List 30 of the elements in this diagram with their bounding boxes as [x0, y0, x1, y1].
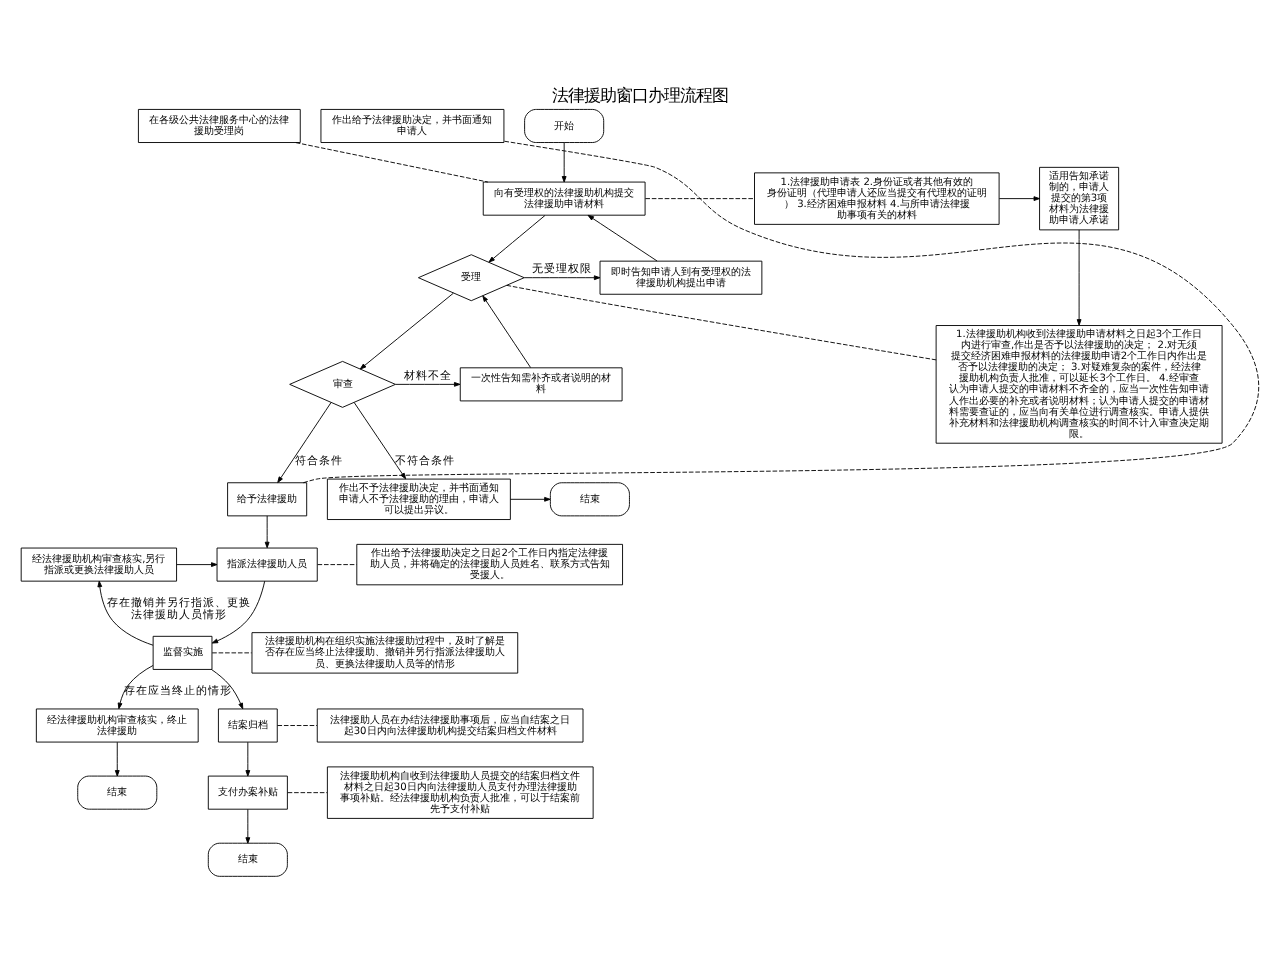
arrow	[211, 580, 266, 644]
arrow	[97, 580, 154, 646]
arrow	[277, 402, 332, 483]
connector	[302, 140, 1260, 484]
arrow	[998, 196, 1040, 201]
arrow	[353, 402, 407, 480]
diagram-title: 法律援助窗口办理流程图	[552, 84, 728, 105]
arrow	[245, 741, 251, 777]
arrow	[176, 562, 218, 567]
arrow	[509, 496, 551, 502]
arrow	[114, 741, 120, 777]
arrow	[1076, 229, 1082, 326]
arrow	[245, 808, 251, 844]
connector	[211, 652, 253, 654]
connector	[644, 198, 755, 200]
arrow	[117, 665, 154, 710]
arrow	[395, 382, 461, 387]
connector	[287, 792, 328, 794]
arrow	[523, 275, 601, 281]
arrow	[488, 215, 546, 263]
connector	[295, 142, 489, 183]
arrow	[587, 214, 658, 262]
arrow	[211, 669, 244, 710]
arrow	[359, 292, 454, 370]
arrow	[561, 142, 567, 183]
connector	[506, 284, 937, 361]
connector	[277, 725, 318, 726]
arrow	[264, 515, 270, 549]
connector	[317, 564, 357, 566]
arrow	[482, 295, 531, 368]
